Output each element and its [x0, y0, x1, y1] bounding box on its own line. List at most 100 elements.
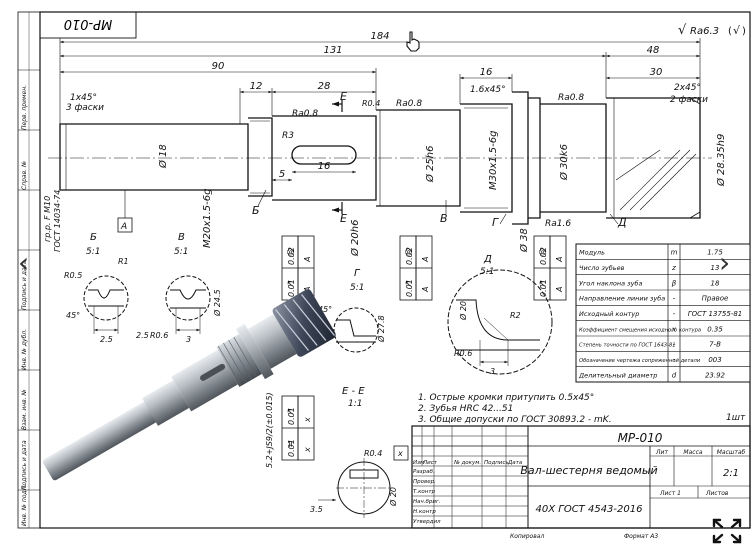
- gear-param-value: 1.75: [707, 249, 723, 257]
- label-g: Г: [492, 216, 499, 229]
- detail-b-25: 2.5: [100, 335, 113, 344]
- gdt-ref: x: [303, 447, 312, 453]
- gear-param-label: Исходный контур: [579, 310, 639, 318]
- detail-g-278: Ø 27.8: [376, 315, 386, 343]
- gdt-ref: A: [303, 257, 312, 263]
- side-strip-text: Взам. инв. №: [21, 389, 28, 430]
- section-ee-r04: R0.4: [364, 449, 382, 458]
- chamfer-left: 1x45°: [70, 93, 97, 103]
- gdt-value: 0.01: [287, 279, 296, 297]
- gear-param-value: 0.35: [707, 325, 723, 333]
- note-1: 1. Острые кромки притупить 0.5x45°: [418, 393, 594, 403]
- gear-param-symbol: z: [671, 264, 676, 272]
- gear-param-label: Степень точности по ГОСТ 1643-81: [579, 343, 676, 349]
- label-d: Д: [617, 216, 627, 229]
- label-e-top: E: [340, 90, 347, 103]
- previous-arrow-button[interactable]: ‹: [14, 246, 36, 279]
- section-ee-label: Е - Е: [342, 386, 365, 397]
- roughness-b: Ra0.8: [396, 99, 422, 109]
- shaft-3d-render: [42, 289, 336, 481]
- title-izm: Изм: [413, 460, 424, 466]
- fullscreen-button[interactable]: [710, 516, 744, 546]
- gdt-value: 0.02: [405, 247, 414, 265]
- title-role: Нач.бриг.: [413, 499, 441, 505]
- detail-b-r1: R1: [118, 257, 129, 266]
- detail-b-45: 45°: [66, 311, 80, 320]
- detail-d-r06: R0.6: [454, 349, 472, 358]
- radius-04: R0.4: [362, 99, 380, 108]
- dim-phi25h6: Ø 25h6: [424, 146, 436, 183]
- gdt-ref: A: [555, 287, 564, 293]
- chamfer-mid: 1.6x45°: [470, 85, 506, 95]
- detail-g-45: 45°: [318, 305, 332, 314]
- tol-left: гр.р. F М10: [43, 196, 52, 242]
- dim-m30: M30x1.5-6g: [488, 131, 499, 191]
- title-role: Провер.: [413, 479, 436, 485]
- detail-v-245: Ø 24.5: [212, 289, 222, 317]
- side-strip-text: Подпись и дата: [21, 440, 28, 490]
- dim-184: 184: [370, 31, 389, 42]
- gear-param-label: Модуль: [579, 249, 605, 257]
- dim-phi18: Ø 18: [157, 144, 169, 169]
- gear-param-symbol: d: [672, 371, 677, 379]
- gdt-symbol-runout: ↗: [538, 280, 548, 288]
- chevron-left-icon: ‹: [18, 248, 29, 278]
- title-list: Лист: [422, 460, 438, 466]
- gdt-symbol-runout: ↗: [404, 280, 414, 288]
- gear-param-symbol: -: [673, 356, 676, 364]
- dim-30: 30: [650, 67, 663, 78]
- gdt-value: 0.02: [287, 247, 296, 265]
- title-lit-header: Лит: [655, 449, 668, 456]
- detail-v-label: В: [178, 232, 185, 243]
- svg-text:): ): [742, 26, 746, 37]
- tol-left-gost: ГОСТ 14034-74: [53, 190, 62, 252]
- title-role: Н.контр: [413, 509, 436, 515]
- dim-phi30k6: Ø 30k6: [558, 144, 570, 181]
- gdt-symbol-runout: ↗: [286, 408, 296, 416]
- title-mass-header: Масса: [683, 449, 702, 456]
- roughness-a: Ra0.8: [292, 109, 318, 119]
- gear-param-symbol: x: [671, 325, 677, 333]
- gdt-symbol-symmetry: =: [286, 440, 296, 448]
- gdt-value: 0.02: [539, 247, 548, 265]
- section-ee-35: 3.5: [310, 505, 323, 514]
- gear-param-label: Обозначение чертежа сопряженной детали: [579, 358, 701, 364]
- gear-param-symbol: m: [671, 249, 678, 257]
- label-b: Б: [252, 204, 260, 217]
- gear-param-value: 7-В: [709, 341, 721, 349]
- datum-a: A: [120, 222, 127, 232]
- dim-16-top: 16: [480, 67, 493, 78]
- gdt-value: 0.01: [287, 407, 296, 425]
- chamfer-left-note: 3 фаски: [66, 103, 104, 113]
- detail-v-3: 3: [186, 335, 191, 344]
- gear-param-value: 13: [711, 264, 720, 272]
- title-block: [411, 425, 751, 529]
- title-role: Разраб.: [413, 469, 435, 475]
- title-ndoc: № докум.: [453, 460, 481, 466]
- dim-12: 12: [250, 81, 263, 92]
- detail-v-scale: 5:1: [174, 247, 188, 257]
- roughness-general: Ra6.3: [690, 26, 719, 37]
- dim-m20: M20x1.5-6g: [202, 189, 213, 249]
- dim-16-key: 16: [318, 161, 331, 172]
- dim-phi20h6: Ø 20h6: [349, 220, 361, 257]
- gdt-ref: A: [421, 287, 430, 293]
- gdt-symbol-concentric: ◎: [404, 248, 414, 256]
- gear-param-value: 003: [708, 356, 721, 364]
- dim-48: 48: [647, 45, 660, 56]
- title-name: Вал-шестерня ведомый: [520, 464, 657, 477]
- side-strip-text: Перв. примен.: [21, 85, 28, 130]
- chevron-right-icon: ›: [719, 248, 730, 278]
- dim-phi38: Ø 38: [518, 228, 530, 253]
- gear-param-symbol: -: [673, 341, 676, 349]
- detail-b-scale: 5:1: [86, 247, 100, 257]
- detail-g-label: Г: [354, 268, 361, 279]
- expand-icon: [712, 518, 742, 544]
- gear-param-label: Угол наклона зуба: [579, 279, 642, 287]
- next-arrow-button[interactable]: ›: [715, 246, 737, 279]
- doc-code-rotated: МР-010: [64, 16, 113, 31]
- gear-param-value: 18: [711, 279, 720, 287]
- side-strip-text: Подпись и дата: [21, 260, 28, 310]
